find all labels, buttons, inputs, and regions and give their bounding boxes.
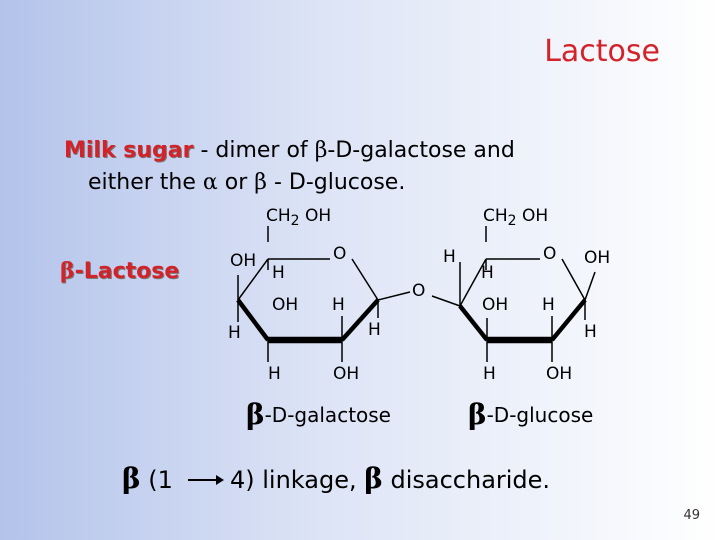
linkage-beta-2: β <box>364 462 383 495</box>
galactose-ring <box>236 226 411 362</box>
alpha-symbol: α <box>202 170 218 195</box>
glc-ch2-subscript: 2 <box>507 213 517 229</box>
linkage-end: 4) linkage, β disaccharide. <box>230 462 550 495</box>
gal-ch2-oh-text: OH <box>299 206 332 226</box>
glc-c4-h: H <box>443 247 456 267</box>
galactose-caption: β-D-galactose <box>246 398 391 431</box>
intro-line2-mid: or <box>217 170 255 195</box>
gal-c2-h: H <box>332 295 345 315</box>
gal-ch2oh-label: CH2 OH <box>266 206 332 229</box>
glc-ring-oxygen: O <box>543 244 557 264</box>
linkage-end-text: 4) linkage, <box>230 466 365 494</box>
intro-line1-end: -D-galactose and <box>327 138 515 163</box>
gal-o-c1-bond <box>351 258 379 301</box>
beta-symbol-2: β <box>254 170 267 195</box>
glc-c4-c5-bond <box>459 258 487 307</box>
linkage-start-text: (1 <box>140 466 173 494</box>
glc-c1-c2-bond <box>550 298 587 342</box>
glc-c1-oh: OH <box>584 248 611 268</box>
gal-c1-c2-bond <box>340 298 380 342</box>
glycosidic-bridge <box>431 295 461 307</box>
linkage-tail-text: disaccharide. <box>382 466 551 494</box>
gal-c3-h: H <box>268 364 281 384</box>
gal-c5-h: H <box>272 263 285 283</box>
gal-caption-text: -D-galactose <box>264 403 391 427</box>
glc-c3-oh: OH <box>482 295 509 315</box>
beta-symbol-3: β <box>60 258 75 284</box>
gal-c1-h: H <box>368 320 381 340</box>
gal-ring-oxygen: O <box>333 244 347 264</box>
glucose-ring <box>458 226 596 362</box>
intro-line2-end: - D-glucose. <box>266 170 406 195</box>
gal-c4-oh: OH <box>230 251 257 271</box>
linkage-beta: β <box>122 462 141 495</box>
gal-ch2-subscript: 2 <box>290 213 300 229</box>
glc-c1-h: H <box>584 322 597 342</box>
gal-c3-oh: OH <box>272 295 299 315</box>
gal-c2-oh: OH <box>333 364 360 384</box>
gal-caption-beta: β <box>246 398 265 431</box>
beta-lactose-label: β-Lactose <box>60 258 179 284</box>
glc-c2-oh: OH <box>546 364 573 384</box>
glc-c3-h: H <box>483 364 496 384</box>
keyword-milk-sugar: Milk sugar <box>64 138 194 163</box>
glc-c3-c4-bond <box>458 304 489 342</box>
page-number: 49 <box>683 508 700 523</box>
glc-ch2-oh-text: OH <box>516 206 549 226</box>
linkage-start: β (1 <box>122 462 173 495</box>
gal-c1-bridge-bond <box>377 291 411 301</box>
intro-line2: either the α or β - D-glucose. <box>64 167 515 199</box>
intro-text: Milk sugar - dimer of β-D-galactose and … <box>64 135 515 199</box>
gal-c3-c4-bond <box>236 298 270 342</box>
beta-symbol: β <box>314 138 328 163</box>
gal-c4-h: H <box>228 323 241 343</box>
linkage-arrow-icon <box>188 475 224 485</box>
intro-line2-start: either the <box>88 170 203 195</box>
gal-ch2-text: CH <box>266 206 291 226</box>
glc-o-c1-bond <box>561 258 586 301</box>
glc-c2-h: H <box>542 295 555 315</box>
glc-c1-oh-bond <box>584 271 596 301</box>
beta-lactose-text: -Lactose <box>74 259 180 284</box>
glc-c5-h: H <box>481 263 494 283</box>
bridge-glc-c4-bond <box>431 295 461 307</box>
glycosidic-oxygen: O <box>412 281 426 301</box>
glc-caption-text: -D-glucose <box>486 403 594 427</box>
glucose-caption: β-D-glucose <box>468 398 593 431</box>
gal-c4-c5-bond <box>237 258 269 301</box>
glc-ch2oh-label: CH2 OH <box>483 206 549 229</box>
glc-ch2-text: CH <box>483 206 508 226</box>
slide-title: Lactose <box>544 34 660 69</box>
glc-caption-beta: β <box>468 398 487 431</box>
intro-line1-rest: - dimer of <box>193 138 315 163</box>
